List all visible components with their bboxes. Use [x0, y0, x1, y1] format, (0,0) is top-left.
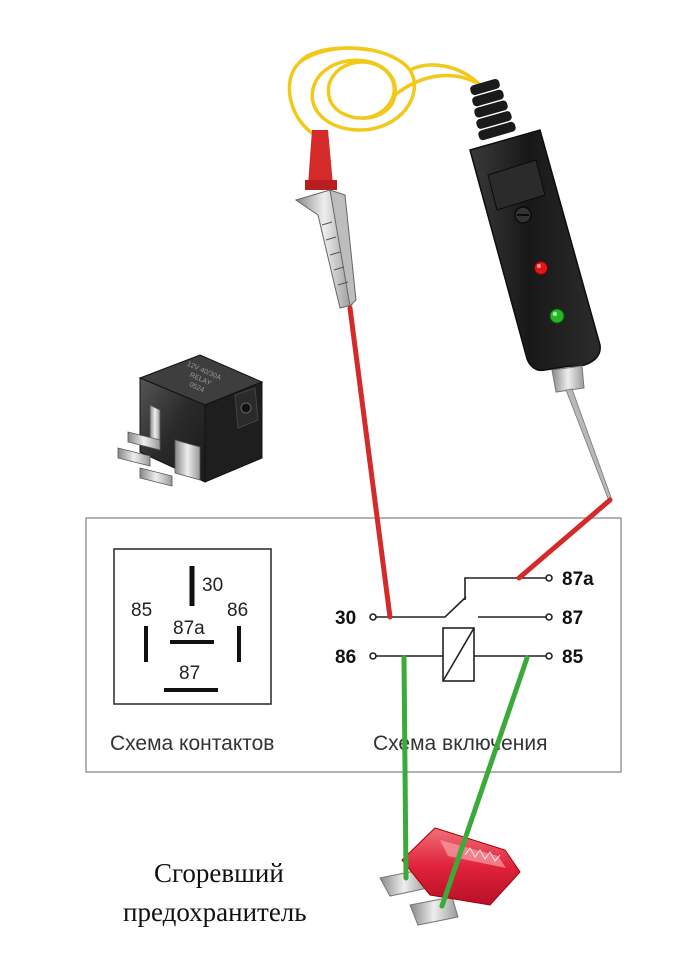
pin-87a-label: 87a — [173, 618, 205, 639]
relay-photo: 12V 40/30A RELAY 0524 — [117, 354, 264, 487]
terminal-87-label: 87 — [562, 608, 583, 629]
blown-fuse — [379, 827, 521, 926]
terminal-87a-label: 87a — [562, 569, 594, 590]
yellow-cable — [287, 46, 482, 137]
red-probe-wires — [347, 305, 613, 620]
terminal-30-label: 30 — [335, 608, 356, 629]
terminal-85-label: 85 — [562, 647, 584, 668]
contact-scheme-box — [113, 548, 272, 705]
pin-87-label: 87 — [179, 663, 200, 684]
probe-to-terminal-87a-wire — [516, 497, 613, 581]
diagram-frame — [85, 517, 622, 773]
terminal-86-to-fuse-wire — [401, 655, 409, 881]
clip-to-terminal-30-wire — [347, 305, 393, 620]
pin-86-label: 86 — [227, 600, 248, 621]
test-lamp-probe — [469, 79, 613, 502]
terminal-85-to-fuse-wire — [439, 655, 530, 909]
wiring-scheme-caption: Схема включения — [373, 732, 548, 755]
pin-85-label: 85 — [131, 600, 152, 621]
red-led-icon — [534, 261, 548, 275]
green-led-icon — [549, 308, 565, 324]
fuse-label-line-1: Сгоревший — [154, 858, 284, 888]
fuse-label-line-2: предохранитель — [123, 897, 307, 927]
wiring-scheme — [369, 574, 553, 682]
contact-scheme: 30 85 86 87a 87 Схема контактов — [110, 548, 274, 755]
contact-scheme-caption: Схема контактов — [110, 732, 274, 755]
green-fuse-wires — [401, 655, 530, 909]
terminal-86-label: 86 — [335, 647, 356, 668]
alligator-clip — [294, 130, 357, 309]
pin-30-label: 30 — [202, 575, 223, 596]
